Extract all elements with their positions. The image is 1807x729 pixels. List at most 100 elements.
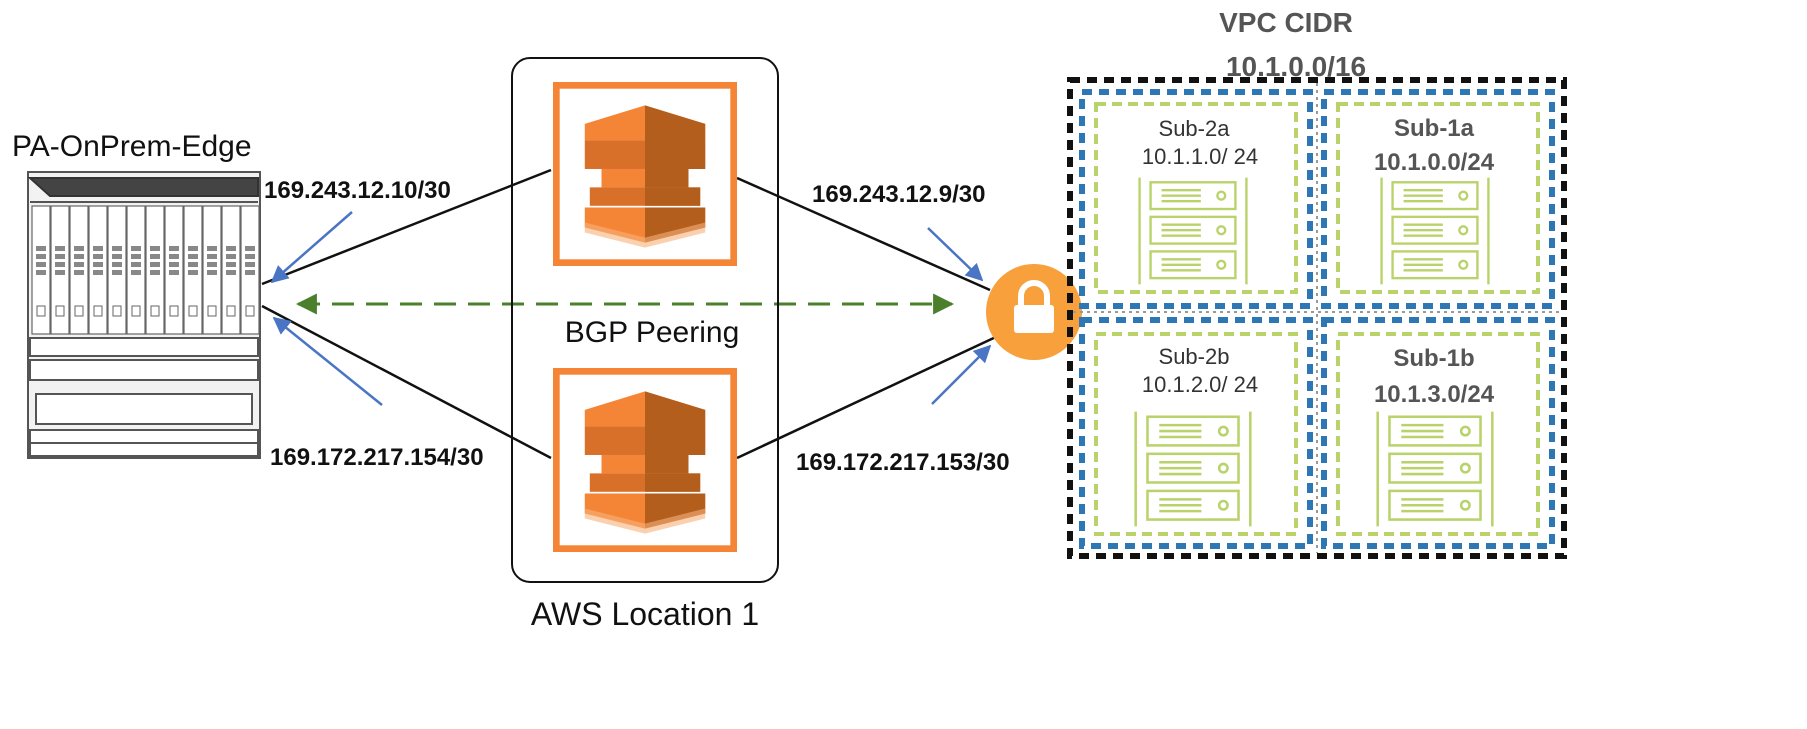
subnet-cidr: 10.1.0.0/24 — [1374, 149, 1495, 176]
port-indicator — [36, 254, 46, 259]
port-indicator — [112, 270, 122, 275]
port-indicator — [36, 262, 46, 267]
port-indicator — [93, 305, 103, 317]
port-indicator — [131, 262, 141, 267]
port-indicator — [150, 246, 160, 251]
vpc-cidr: 10.1.0.0/16 — [1226, 51, 1366, 82]
aws-direct-connect-icon — [556, 371, 733, 548]
port-indicator — [55, 254, 65, 259]
port-indicator — [74, 270, 84, 275]
ip-bottom-left: 169.172.217.154/30 — [270, 444, 484, 471]
server-icon — [1380, 176, 1490, 286]
port-indicator — [93, 254, 103, 259]
device-title: PA-OnPrem-Edge — [12, 130, 252, 163]
availability-zone-box — [1321, 317, 1555, 549]
aws-direct-connect-icon — [556, 85, 733, 262]
port-indicator — [36, 305, 46, 317]
port-indicator — [226, 246, 236, 251]
port-indicator — [74, 262, 84, 267]
port-indicator — [169, 270, 179, 275]
port-indicator — [207, 246, 217, 251]
port-indicator — [188, 305, 198, 317]
port-indicator — [226, 254, 236, 259]
server-icon — [1134, 410, 1252, 528]
port-indicator — [55, 262, 65, 267]
port-indicator — [131, 270, 141, 275]
bgp-peering-label: BGP Peering — [565, 316, 740, 349]
port-indicator — [36, 270, 46, 275]
port-indicator — [245, 262, 255, 267]
port-indicator — [150, 262, 160, 267]
link-top-left — [261, 168, 552, 286]
port-indicator — [74, 246, 84, 251]
server-icon — [1138, 176, 1248, 286]
link-bottom-left — [261, 304, 552, 460]
vpc-boundary — [1067, 77, 1567, 559]
subnet-box — [1094, 102, 1298, 294]
subnet-cidr: 10.1.3.0/24 — [1374, 381, 1495, 408]
pointer-arrow — [272, 316, 383, 406]
port-indicator — [245, 270, 255, 275]
subnet-box — [1094, 332, 1298, 536]
port-indicator — [55, 270, 65, 275]
port-indicator — [55, 246, 65, 251]
port-indicator — [150, 270, 160, 275]
chassis-icon — [27, 171, 261, 459]
port-indicator — [112, 246, 122, 251]
server-icon — [1376, 410, 1494, 528]
pointer-arrow — [270, 211, 353, 284]
port-indicator — [93, 246, 103, 251]
ip-top-right: 169.243.12.9/30 — [812, 181, 986, 208]
subnet-name: Sub-1b — [1393, 345, 1474, 372]
subnet-cidr: 10.1.2.0/ 24 — [1142, 372, 1258, 397]
port-indicator — [131, 305, 141, 317]
port-indicator — [207, 270, 217, 275]
link-bottom-right — [736, 334, 999, 460]
port-indicator — [207, 254, 217, 259]
port-indicator — [131, 246, 141, 251]
port-indicator — [169, 246, 179, 251]
port-indicator — [169, 254, 179, 259]
vpc-title: VPC CIDR — [1219, 7, 1353, 38]
subnet-name: Sub-2a — [1159, 116, 1231, 141]
port-indicator — [55, 305, 65, 317]
port-indicator — [207, 305, 217, 317]
ip-bottom-right: 169.172.217.153/30 — [796, 449, 1010, 476]
port-indicator — [93, 270, 103, 275]
port-indicator — [207, 262, 217, 267]
port-indicator — [74, 254, 84, 259]
port-indicator — [150, 305, 160, 317]
aws-location-label: AWS Location 1 — [531, 596, 759, 632]
port-indicator — [188, 254, 198, 259]
subnet-box — [1336, 102, 1540, 294]
vpc: VPC CIDR 10.1.0.0/16 Sub-2a 10.1.1.0/ 24… — [1067, 7, 1567, 559]
ip-labels: 169.243.12.10/30 169.243.12.9/30 169.172… — [264, 177, 1010, 476]
availability-zone-box — [1079, 317, 1313, 549]
port-indicator — [188, 262, 198, 267]
subnet-name: Sub-2b — [1159, 344, 1230, 369]
ip-top-left: 169.243.12.10/30 — [264, 177, 451, 204]
port-indicator — [245, 305, 255, 317]
port-indicator — [169, 305, 179, 317]
port-indicator — [169, 262, 179, 267]
subnet-box — [1336, 332, 1540, 536]
subnet-cidr: 10.1.1.0/ 24 — [1142, 144, 1258, 169]
pointer-arrow — [927, 227, 984, 282]
port-indicator — [188, 246, 198, 251]
pa-onprem-edge-device: PA-OnPrem-Edge — [12, 130, 261, 459]
port-indicator — [112, 254, 122, 259]
port-indicator — [93, 262, 103, 267]
port-indicator — [245, 246, 255, 251]
lock-icon — [1014, 280, 1054, 333]
port-indicator — [74, 305, 84, 317]
port-indicator — [112, 305, 122, 317]
port-indicator — [188, 270, 198, 275]
vpn-gateway — [986, 264, 1082, 360]
port-indicator — [226, 262, 236, 267]
port-indicator — [150, 254, 160, 259]
port-indicator — [36, 246, 46, 251]
subnet-name: Sub-1a — [1394, 115, 1475, 142]
aws-location-box: BGP Peering AWS Location 1 — [511, 57, 779, 632]
port-indicator — [112, 262, 122, 267]
